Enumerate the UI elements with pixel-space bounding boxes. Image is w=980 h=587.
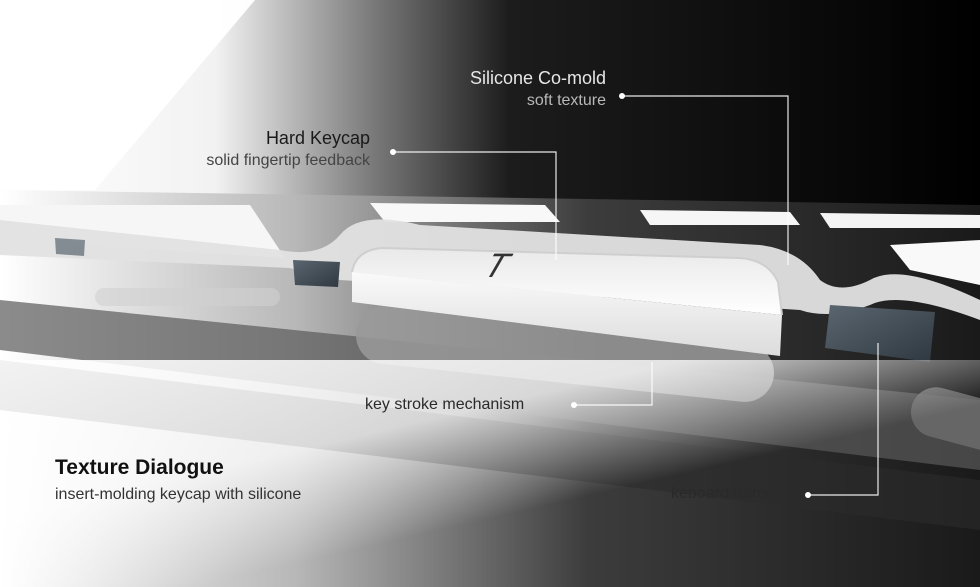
callout-keycap: Hard Keycap solid fingertip feedback (176, 128, 370, 170)
caption-title: Texture Dialogue (55, 456, 301, 480)
caption-subtitle: insert-molding keycap with silicone (55, 486, 301, 504)
back-keycap-right1 (640, 210, 800, 225)
silicone-title: Silicone Co-mold (452, 68, 606, 89)
dot-silicone (619, 93, 625, 99)
keycap-subtitle: solid fingertip feedback (176, 152, 370, 170)
callout-frame: keboard frame (671, 485, 774, 503)
back-keycap-mid (370, 203, 560, 222)
frame-block-far (55, 238, 85, 256)
frame-block-small (293, 260, 340, 287)
back-keycap-right2 (820, 213, 980, 228)
keycap-title: Hard Keycap (176, 128, 370, 149)
dot-keycap (390, 149, 396, 155)
callout-mechanism: key stroke mechanism (365, 396, 524, 414)
mechanism-left (95, 288, 280, 306)
silicone-subtitle: soft texture (452, 92, 606, 110)
callout-silicone: Silicone Co-mold soft texture (452, 68, 606, 110)
caption: Texture Dialogue insert-molding keycap w… (55, 456, 301, 504)
